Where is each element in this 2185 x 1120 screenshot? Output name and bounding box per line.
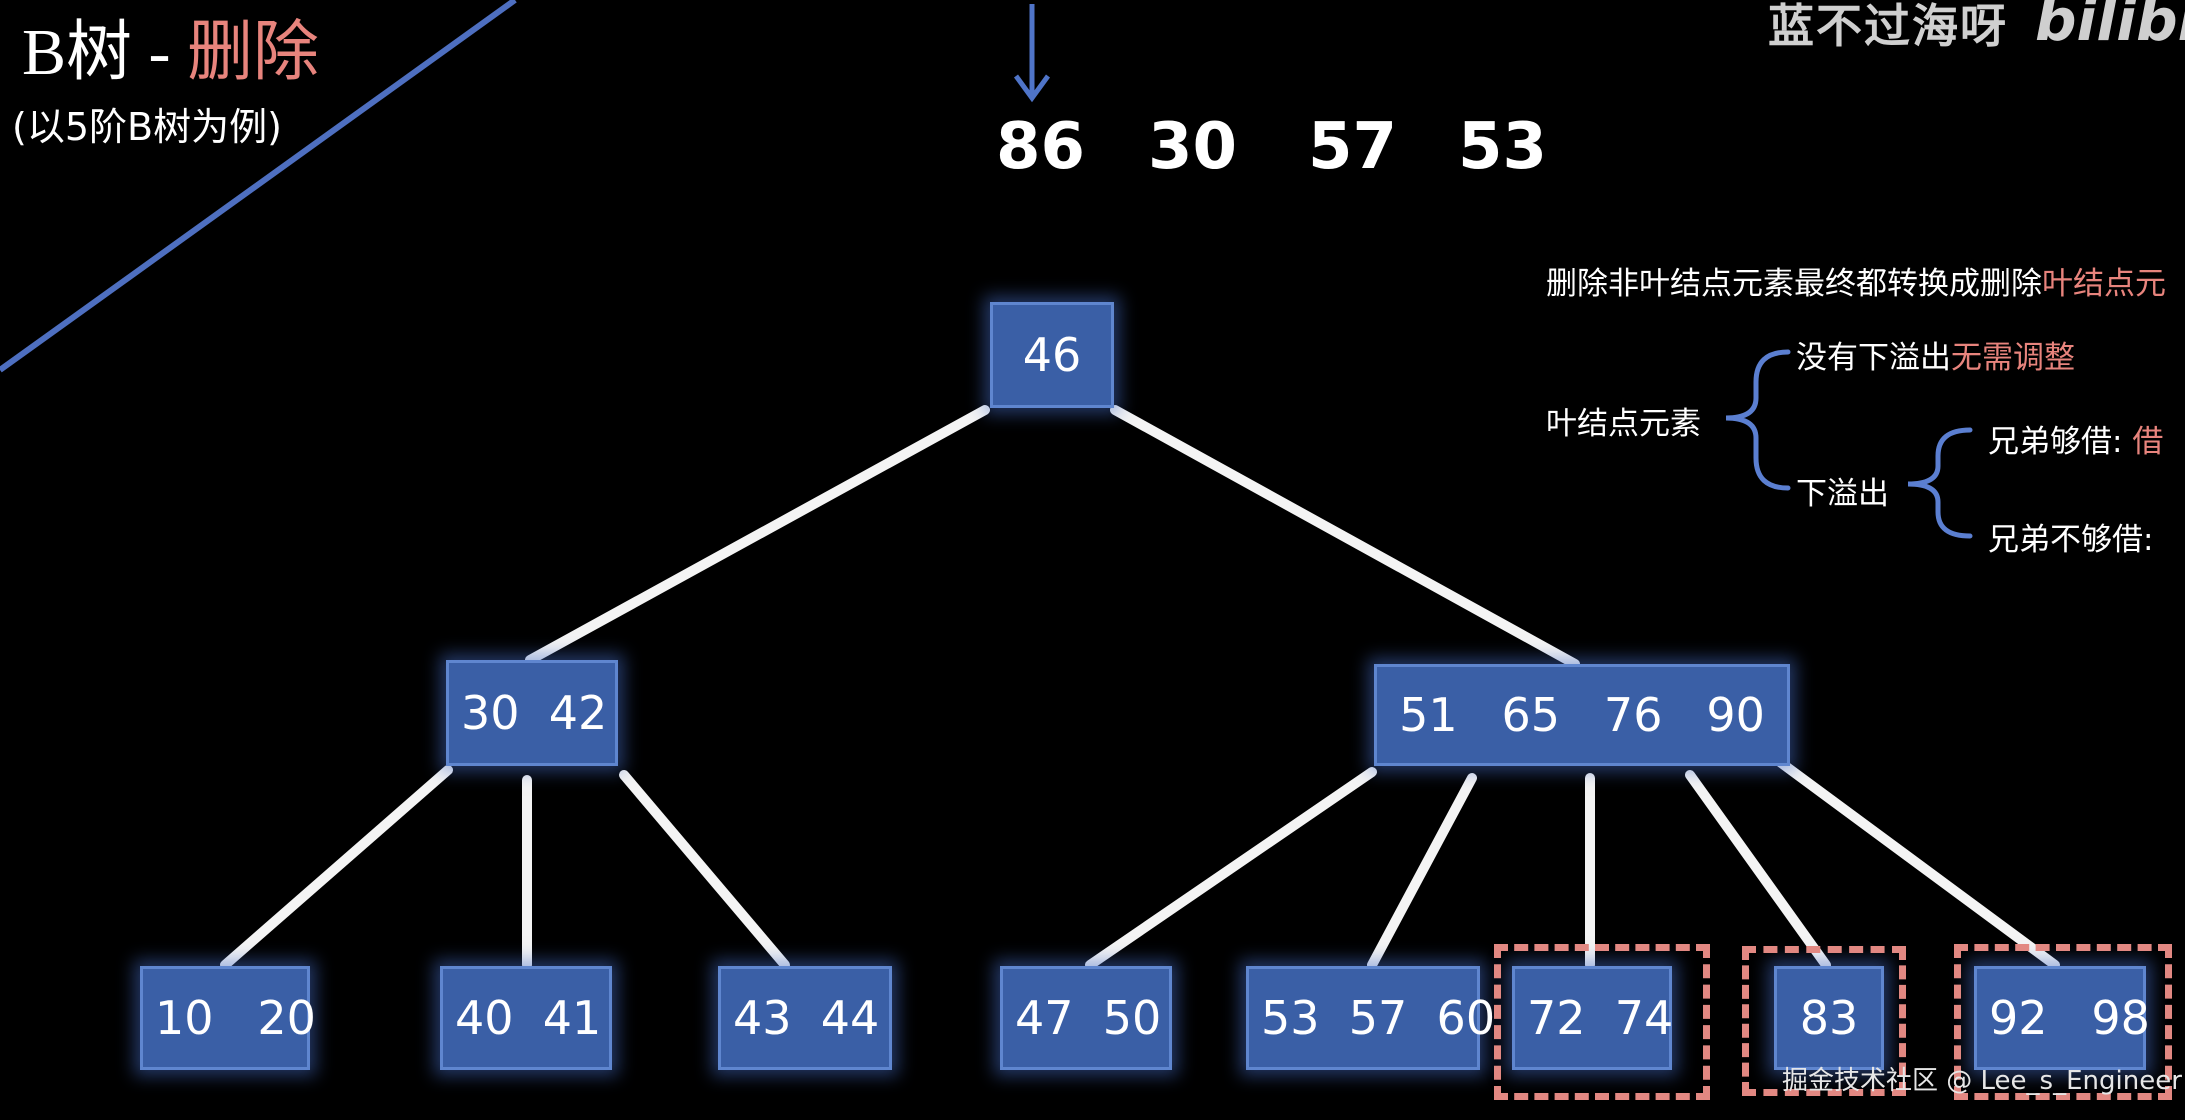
- highlight-box: [1494, 944, 1710, 1100]
- edge-l-3: [619, 770, 790, 970]
- delete-seq-item: 86: [996, 110, 1086, 184]
- bracket-underflow-icon: [1907, 427, 1973, 539]
- highlight-box: [1742, 946, 1906, 1096]
- note-sibling-can-lend: 兄弟够借: 借: [1988, 424, 2164, 460]
- tree-leaf-node: 43 44: [718, 966, 892, 1070]
- page-title: B树 - 删除: [22, 8, 319, 98]
- tree-leaf-node: 83: [1774, 966, 1884, 1070]
- bilibili-logo: bilibili: [2035, 0, 2185, 54]
- tree-leaf-node: 40 41: [440, 966, 612, 1070]
- bracket-main-icon: [1725, 349, 1791, 491]
- tree-leaf-node: 92 98: [1974, 966, 2150, 1070]
- tree-leaf-node: 72 74: [1512, 966, 1673, 1070]
- tree-leaf-node: 10 20: [140, 966, 316, 1070]
- note-leaf-label: 叶结点元素: [1546, 406, 1701, 442]
- edge-root-left: [525, 405, 990, 665]
- highlight-box: [1954, 944, 2172, 1100]
- brand-text: 蓝不过海呀: [1768, 0, 2008, 53]
- delete-seq-item: 30: [1148, 110, 1238, 184]
- edge-l-1: [220, 765, 453, 970]
- edge-r-4: [1685, 770, 1831, 970]
- tree-root-node: 46: [990, 302, 1114, 408]
- delete-seq-item: 53: [1458, 110, 1548, 184]
- delete-seq-item: 57: [1308, 110, 1398, 184]
- title-prefix: B树 -: [22, 16, 187, 89]
- edge-root-right: [1110, 405, 1580, 669]
- page-subtitle: (以5阶B树为例): [12, 105, 282, 149]
- edge-r-2: [1367, 773, 1477, 970]
- note-underflow: 下溢出: [1796, 476, 1889, 512]
- note-no-underflow: 没有下溢出无需调整: [1796, 340, 2075, 376]
- arrow-down-icon: [1013, 4, 1051, 103]
- tree-edges: [220, 405, 2060, 970]
- brackets: [1725, 349, 1973, 539]
- watermark-text: 掘金技术社区 @ Lee_s_Engineer: [1782, 1066, 2182, 1096]
- edge-r-1: [1085, 767, 1377, 970]
- tree-leaf-node: 47 50: [1000, 966, 1172, 1070]
- note-sibling-cannot-lend: 兄弟不够借:: [1988, 522, 2154, 558]
- decorative-diagonal-line: [0, 0, 517, 373]
- title-accent: 删除: [187, 16, 319, 89]
- tree-node-level1: 51 65 76 90: [1374, 664, 1790, 766]
- tree-leaf-node: 53 57 60: [1246, 966, 1495, 1070]
- tree-node-level1: 30 42: [446, 660, 618, 766]
- edge-r-5: [1775, 757, 2060, 970]
- note-line-1: 删除非叶结点元素最终都转换成删除叶结点元: [1546, 266, 2166, 302]
